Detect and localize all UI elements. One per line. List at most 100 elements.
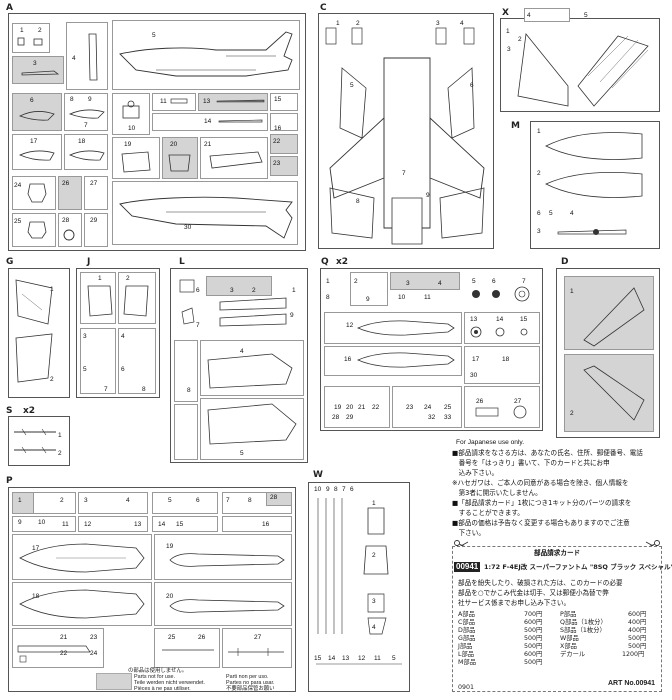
part-number: 2: [252, 287, 256, 294]
part-cell-unused: [12, 93, 62, 131]
notice-header: For Japanese use only.: [456, 439, 525, 446]
part-number: 20: [346, 404, 354, 411]
part-number: 10: [128, 125, 136, 132]
part-number: 9: [18, 519, 22, 526]
part-cell-unused: [12, 492, 34, 514]
part-number: 7: [196, 322, 200, 329]
part-number: 28: [332, 414, 340, 421]
part-number: 1: [18, 497, 22, 504]
part-number: 2: [537, 170, 541, 177]
price-value: 400円: [628, 619, 647, 626]
price-part: C部品: [458, 619, 475, 626]
runner-c-label: C: [319, 3, 328, 13]
card-code: 00941: [454, 562, 481, 572]
notice-line: ■部品の価格は予告なく変更する場合もありますのでご注意: [452, 519, 630, 527]
price-part: J部品: [458, 643, 473, 650]
tail-parts: [207, 353, 297, 445]
part-number: 8: [326, 294, 330, 301]
runner-s-label: S: [5, 406, 14, 416]
price-part: P部品: [560, 611, 577, 618]
runner-x-frame: [500, 18, 660, 112]
part-number: 3: [83, 333, 87, 340]
part-cell: [12, 213, 56, 247]
legend-swatch: [96, 673, 132, 690]
part-number: 2: [60, 497, 64, 504]
part-number: 24: [14, 182, 22, 189]
part-number: 17: [30, 138, 38, 145]
part-number: 21: [204, 141, 212, 148]
part-number: 2: [570, 410, 574, 417]
part-number: 12: [358, 655, 366, 662]
runner-m-frame: [530, 121, 660, 249]
tank-half: [357, 320, 455, 336]
part-number: 3: [372, 598, 376, 605]
part-17: [18, 150, 55, 161]
part-cell: [464, 386, 540, 428]
part-10: [122, 100, 140, 119]
wheels: [472, 286, 530, 302]
price-value: 400円: [628, 627, 647, 634]
part-number: 8: [334, 486, 338, 493]
part-number: 18: [78, 138, 86, 145]
runner-p-label: P: [5, 476, 14, 486]
part-number: 15: [274, 96, 282, 103]
part-cell: [324, 346, 462, 376]
part-number: 15: [520, 316, 528, 323]
part-number: 2: [518, 36, 522, 43]
part-number: 4: [372, 624, 376, 631]
small-parts: [162, 648, 284, 656]
part-cell: [154, 628, 220, 668]
part-number: 2: [126, 275, 130, 282]
notice-line: ■「部品請求カード」1枚につき1キット分のパーツの請求を: [452, 499, 632, 507]
runner-g-frame: [8, 268, 70, 398]
price-part: G部品: [458, 635, 476, 642]
intake-parts: [87, 285, 149, 317]
part-11: [170, 98, 188, 104]
tank-half: [357, 352, 455, 368]
part-number: 19: [334, 404, 342, 411]
part-cell-unused: [270, 134, 298, 154]
part-cell: [392, 386, 462, 428]
runner-q-label: Q: [320, 257, 330, 267]
part-number: 19: [166, 543, 174, 550]
part-number: 27: [254, 634, 262, 641]
part-number: 4: [438, 280, 442, 287]
part-3: [21, 70, 60, 76]
part-number: 18: [502, 356, 510, 363]
part-number: 18: [32, 593, 40, 600]
part-number: 7: [226, 497, 230, 504]
part-number: 3: [436, 20, 440, 27]
part-number: 8: [356, 198, 360, 205]
part-number: 6: [196, 497, 200, 504]
small-parts: [325, 27, 475, 45]
part-number: 7: [84, 122, 88, 129]
legend-text: Parts not for use.: [134, 674, 176, 680]
part-number: 6: [470, 82, 474, 89]
part-number: 21: [60, 634, 68, 641]
part-number: 1: [58, 432, 62, 439]
part-number: 10: [398, 294, 406, 301]
part-cell: [464, 346, 540, 384]
part-number: 6: [30, 97, 34, 104]
part-number: 13: [470, 316, 478, 323]
part-cell: [200, 137, 268, 179]
part-number: 2: [356, 20, 360, 27]
part-cell-unused: [206, 276, 272, 296]
part-number: 11: [374, 655, 381, 662]
part-number: 6: [537, 210, 541, 217]
runner-s-frame: [8, 416, 70, 466]
part-cell: [324, 386, 390, 428]
price-part: W部品: [560, 635, 579, 642]
price-part: S部品（1枚分）: [560, 627, 606, 634]
parts-order-card: [452, 546, 662, 692]
part-number: 2: [58, 450, 62, 457]
pylon-wheel: [475, 405, 527, 419]
legend-text: Pièces à ne pas utiliser.: [134, 686, 191, 692]
part-cell-unused: [564, 276, 654, 350]
part-number: 27: [514, 398, 522, 405]
legend-text: Teile werden nicht verwendet.: [134, 680, 206, 686]
part-number: 4: [72, 55, 76, 62]
part-cell: [12, 628, 104, 668]
part-cell-unused: [58, 176, 82, 210]
part-number: 14: [204, 118, 212, 125]
